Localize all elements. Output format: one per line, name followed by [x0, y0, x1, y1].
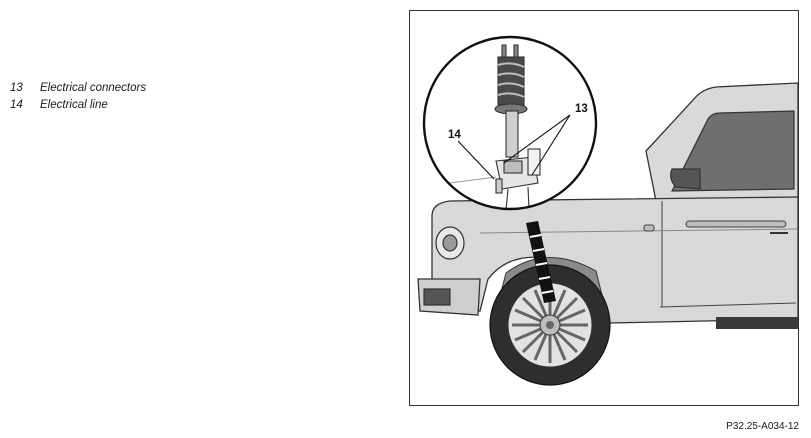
- legend-item: 14 Electrical line: [10, 97, 146, 114]
- zoom-pointer-dashes: [529, 234, 554, 294]
- legend-label: Electrical connectors: [40, 82, 147, 94]
- vehicle-windows: [671, 110, 795, 192]
- callout-13: 13: [575, 103, 588, 115]
- figure-frame: 13 14: [409, 10, 799, 406]
- legend: 13 Electrical connectors 14 Electrical l…: [10, 80, 146, 114]
- zoom-pointer: [526, 221, 556, 303]
- side-mirror: [670, 168, 701, 190]
- vehicle-illustration: 13 14: [417, 35, 798, 386]
- detail-zoom: [422, 35, 598, 211]
- running-board: [716, 317, 798, 329]
- callout-leaders: [457, 114, 571, 180]
- legend-label: Electrical line: [40, 99, 108, 111]
- legend-number: 14: [10, 99, 23, 111]
- legend-item: 13 Electrical connectors: [10, 80, 146, 97]
- figure-id: P32.25-A034-12: [726, 421, 799, 432]
- legend-number: 13: [10, 82, 23, 94]
- callout-14: 14: [448, 129, 461, 141]
- front-lights: [423, 226, 465, 306]
